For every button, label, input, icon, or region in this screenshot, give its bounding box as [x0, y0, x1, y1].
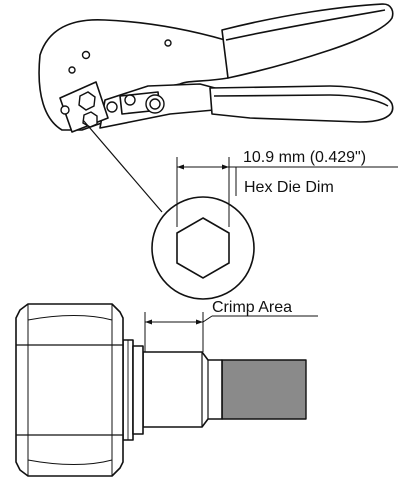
connector-ring	[132, 345, 144, 435]
hex-die-caption-label: Hex Die Dim	[244, 179, 334, 196]
hex-die-icon	[82, 111, 98, 128]
screw-icon	[81, 50, 91, 60]
dimension-arrow-icon	[145, 319, 152, 325]
tool-fasteners	[60, 39, 172, 115]
crimp-area-callout: Crimp Area	[144, 299, 318, 352]
lower-handle	[209, 85, 394, 123]
crimp-area-label: Crimp Area	[212, 299, 292, 316]
upper-handle-edge	[225, 9, 386, 41]
crimp-label-leader	[202, 315, 213, 323]
screw-icon	[164, 39, 172, 47]
cable-jacket	[221, 359, 307, 420]
die-pin-icon	[60, 105, 70, 115]
hex-die-dimension-label: 10.9 mm (0.429")	[243, 149, 366, 166]
nut-curve	[27, 459, 113, 465]
detail-leader-line	[82, 119, 163, 213]
pivot-icon	[124, 94, 136, 106]
screw-icon	[68, 66, 76, 74]
hex-die-icon	[78, 91, 96, 111]
connector-assembly	[15, 303, 307, 477]
dimension-arrow-icon	[177, 164, 184, 170]
crimp-ferrule	[142, 351, 223, 428]
dimension-arrow-icon	[196, 319, 203, 325]
hex-die-detail: 10.9 mm (0.429") Hex Die Dim	[151, 149, 398, 300]
pivot-icon	[106, 101, 118, 113]
pivot-inner-icon	[149, 98, 161, 110]
nut-curve	[27, 315, 113, 321]
upper-handle	[221, 3, 394, 79]
lower-handle-edge	[213, 94, 389, 107]
coupling-nut	[15, 303, 124, 477]
hex-die-profile-icon	[176, 217, 230, 279]
dimension-arrow-icon	[222, 164, 229, 170]
